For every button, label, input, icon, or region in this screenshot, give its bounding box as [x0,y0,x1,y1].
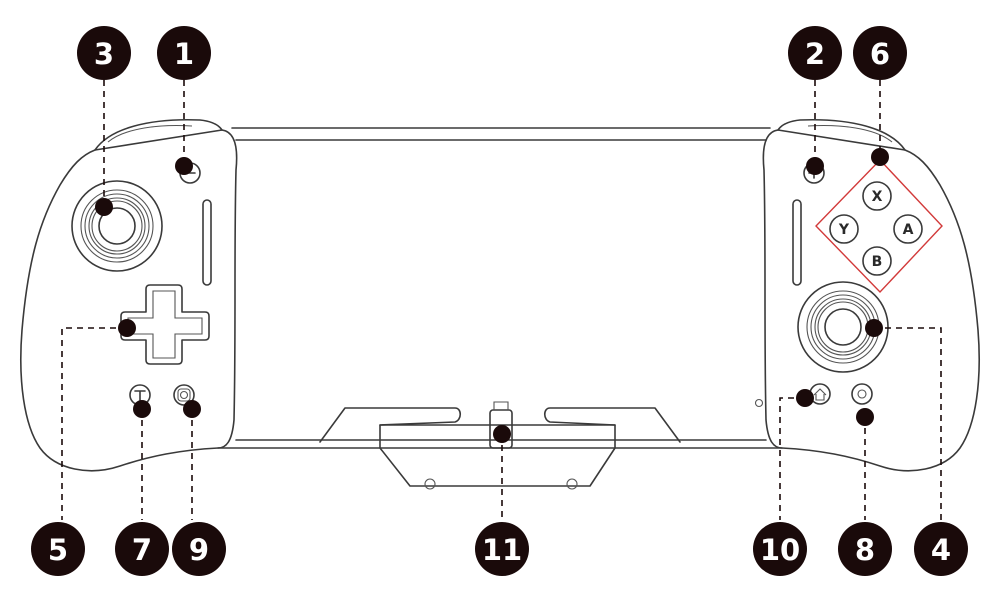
dot-3 [95,198,113,216]
turbo-icon [134,390,146,401]
leader-4 [874,327,942,520]
left-joystick [71,180,163,272]
dot-4 [865,319,883,337]
left-shoulder-bumper [94,118,223,151]
led-indicator [754,398,764,408]
callout-badges: 1 2 3 4 5 6 7 8 [31,26,968,576]
right-shoulder-bumper [777,118,906,151]
callout-label-3: 3 [94,37,114,71]
callout-badge-5: 5 [31,522,85,576]
left-bumper-inner [107,125,193,143]
right-bumper-inner [807,125,893,143]
callout-badge-9: 9 [172,522,226,576]
callout-badge-11: 11 [475,522,529,576]
left-grip-slot [202,199,212,286]
dock-left-tab [319,407,462,443]
controller-body [20,118,980,490]
face-button-x-label: X [872,189,883,205]
face-button-a: A [893,214,923,244]
leader-lines [61,80,942,520]
right-grip-slot [792,199,802,286]
usb-c-connector [489,409,513,449]
face-button-y-label: Y [838,222,850,238]
dot-6 [871,148,889,166]
home-icon [813,388,827,401]
callout-label-4: 4 [931,533,951,567]
callout-badge-4: 4 [914,522,968,576]
callout-badge-3: 3 [77,26,131,80]
dock-right-tab [543,407,681,443]
callout-label-9: 9 [189,533,209,567]
dot-5 [118,319,136,337]
callout-label-1: 1 [174,37,194,71]
callout-badge-2: 2 [788,26,842,80]
dot-8 [856,408,874,426]
face-button-x: X [862,181,892,211]
dot-11 [493,425,511,443]
leader-10 [779,397,805,520]
callout-label-2: 2 [805,37,825,71]
leader-5 [61,327,127,520]
callout-badge-7: 7 [115,522,169,576]
callout-badge-1: 1 [157,26,211,80]
center-frame [217,127,783,449]
callout-label-7: 7 [132,533,152,567]
callout-badge-8: 8 [838,522,892,576]
callout-label-5: 5 [48,533,68,567]
right-function-button [851,383,873,405]
callout-label-10: 10 [760,533,800,567]
dot-9 [183,400,201,418]
dock-screw-left [424,478,436,490]
callout-label-11: 11 [482,533,522,567]
face-button-a-label: A [903,222,914,238]
dot-10 [796,389,814,407]
callout-label-6: 6 [870,37,890,71]
dock-screw-right [566,478,578,490]
face-button-b: B [862,246,892,276]
dot-1 [175,157,193,175]
face-button-b-label: B [872,254,883,270]
left-grip [20,129,238,472]
dot-7 [133,400,151,418]
dot-2 [806,157,824,175]
right-grip [762,129,980,472]
usb-c-tip [493,401,509,410]
callout-badge-6: 6 [853,26,907,80]
bottom-dock [379,424,616,487]
leader-dots [95,148,889,443]
d-pad [120,284,210,365]
callout-badge-10: 10 [753,522,807,576]
face-buttons-highlight [815,158,943,294]
face-button-y: Y [829,214,859,244]
capture-icon [177,388,191,402]
callout-label-8: 8 [855,533,875,567]
